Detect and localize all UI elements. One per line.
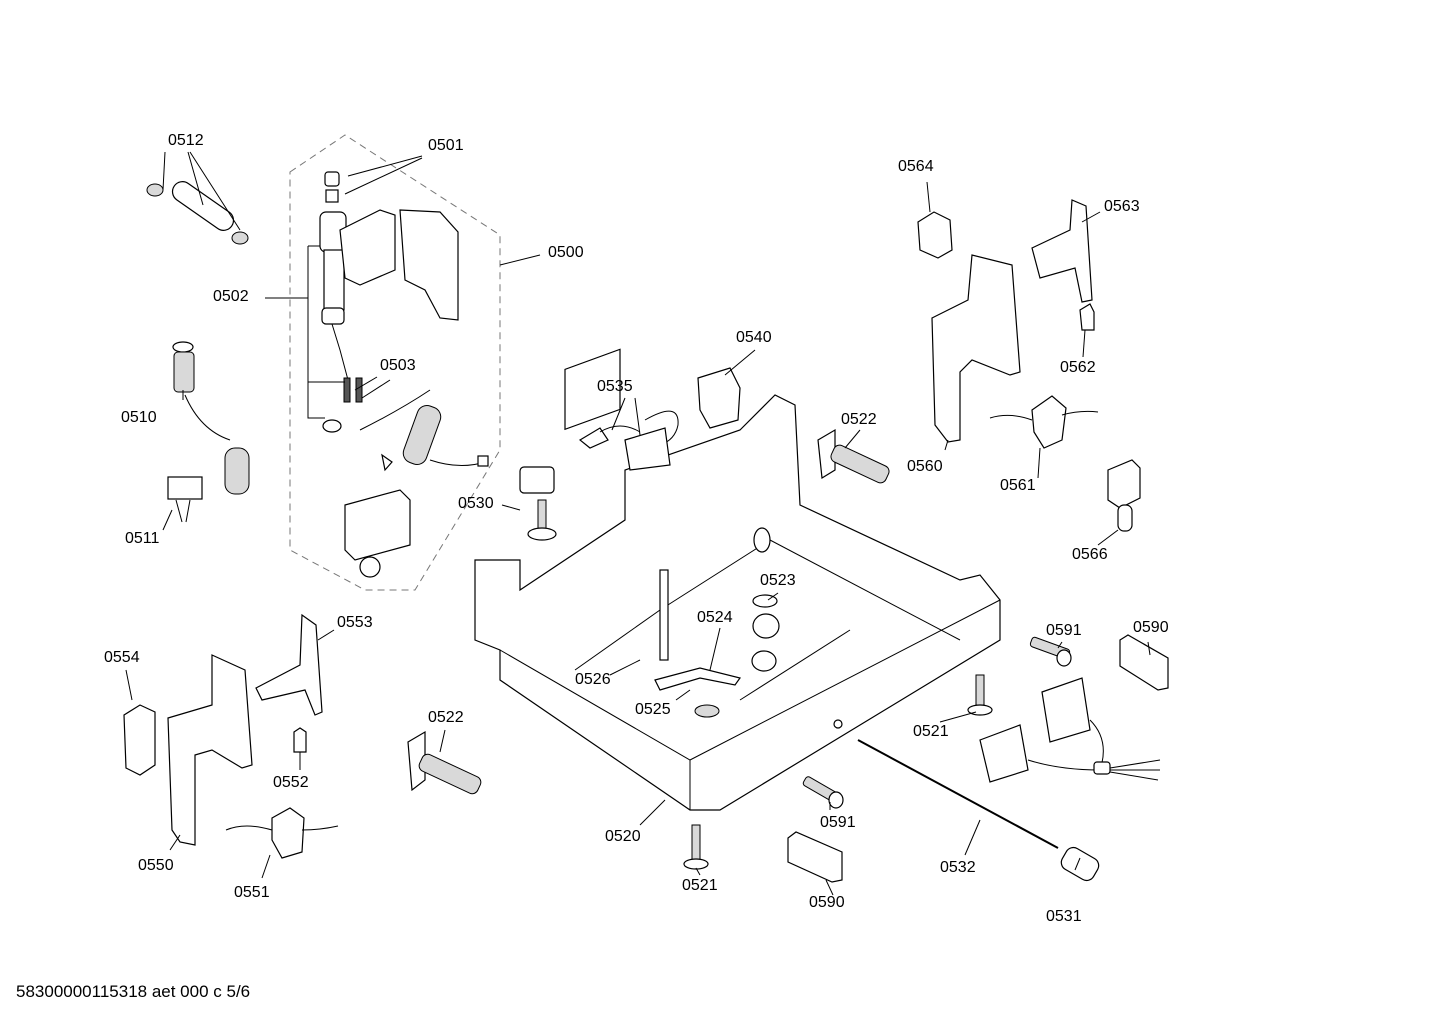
label-0531: 0531 xyxy=(1046,908,1082,925)
part-0510-hose xyxy=(172,341,250,495)
part-0591-screw-left xyxy=(802,776,844,809)
label-0591-right: 0591 xyxy=(1046,622,1082,639)
label-0530: 0530 xyxy=(458,495,494,512)
part-0522-spring-left xyxy=(407,730,482,795)
part-0590-bracket-left xyxy=(787,831,843,883)
part-0591-screw-right xyxy=(1029,636,1072,667)
label-0554: 0554 xyxy=(104,649,140,666)
part-0561-sensor xyxy=(989,395,1099,449)
label-0561: 0561 xyxy=(1000,477,1036,494)
label-0523: 0523 xyxy=(760,572,796,589)
part-0554-cover xyxy=(123,704,156,776)
label-0520: 0520 xyxy=(605,828,641,845)
part-0532-rod xyxy=(857,739,1059,849)
label-0522-left: 0522 xyxy=(428,709,464,726)
part-0524-bracket xyxy=(654,667,742,691)
part-0562-clip xyxy=(1079,303,1095,331)
label-0522-right: 0522 xyxy=(841,411,877,428)
label-0510: 0510 xyxy=(121,409,157,426)
part-0511-clip xyxy=(167,476,203,523)
label-0501: 0501 xyxy=(428,137,464,154)
label-0540: 0540 xyxy=(736,329,772,346)
label-0511: 0511 xyxy=(125,530,160,547)
label-0563: 0563 xyxy=(1104,198,1140,215)
part-wiring-harness xyxy=(979,677,1161,783)
part-0512-hose xyxy=(146,181,249,245)
part-0522-spring-right xyxy=(817,428,890,484)
label-0564: 0564 xyxy=(898,158,934,175)
part-0590-bracket-right xyxy=(1119,634,1169,691)
part-0525-disk xyxy=(694,704,720,718)
label-0552: 0552 xyxy=(273,774,309,791)
part-0530-fixing xyxy=(519,466,557,541)
label-0526: 0526 xyxy=(575,671,611,688)
label-0590-right: 0590 xyxy=(1133,619,1169,636)
part-0502-valve-assembly xyxy=(319,171,459,433)
label-0524: 0524 xyxy=(697,609,733,626)
part-0563-bracket xyxy=(1031,199,1093,303)
label-0525: 0525 xyxy=(635,701,671,718)
part-0520-base xyxy=(474,348,1001,811)
label-0521-right: 0521 xyxy=(913,723,949,740)
part-0521-screw-right xyxy=(967,674,993,716)
label-0500: 0500 xyxy=(548,244,584,261)
label-0553: 0553 xyxy=(337,614,373,631)
label-0560: 0560 xyxy=(907,458,943,475)
part-0550-bracket xyxy=(167,654,253,846)
part-0531-cap xyxy=(1060,846,1100,882)
label-0590-left: 0590 xyxy=(809,894,845,911)
part-0566-valve xyxy=(1107,459,1141,532)
part-0560-bracket xyxy=(931,254,1021,443)
part-0551-sensor xyxy=(225,807,339,859)
part-0552-clip xyxy=(293,727,307,753)
part-0540-connector xyxy=(697,367,741,429)
part-0553-bracket xyxy=(255,613,323,716)
label-0521-left: 0521 xyxy=(682,877,718,894)
label-0551: 0551 xyxy=(234,884,270,901)
label-0532: 0532 xyxy=(940,859,976,876)
label-0550: 0550 xyxy=(138,857,174,874)
document-reference: 58300000115318 aet 000 c 5/6 xyxy=(16,982,251,1001)
label-0562: 0562 xyxy=(1060,359,1096,376)
label-0503: 0503 xyxy=(380,357,416,374)
leader-lines xyxy=(125,151,1151,896)
label-0591-left: 0591 xyxy=(820,814,856,831)
part-0564-cover xyxy=(917,211,953,259)
assembly-boundary-0500 xyxy=(289,134,501,591)
label-0566: 0566 xyxy=(1072,546,1108,563)
label-0502: 0502 xyxy=(213,288,249,305)
part-0521-screw-left xyxy=(683,824,709,870)
label-0512: 0512 xyxy=(168,132,204,149)
part-0535-cable xyxy=(578,410,679,471)
label-0535: 0535 xyxy=(597,378,633,395)
part-0503-coiled-hose xyxy=(344,389,489,578)
part-0523-rings xyxy=(751,594,780,672)
